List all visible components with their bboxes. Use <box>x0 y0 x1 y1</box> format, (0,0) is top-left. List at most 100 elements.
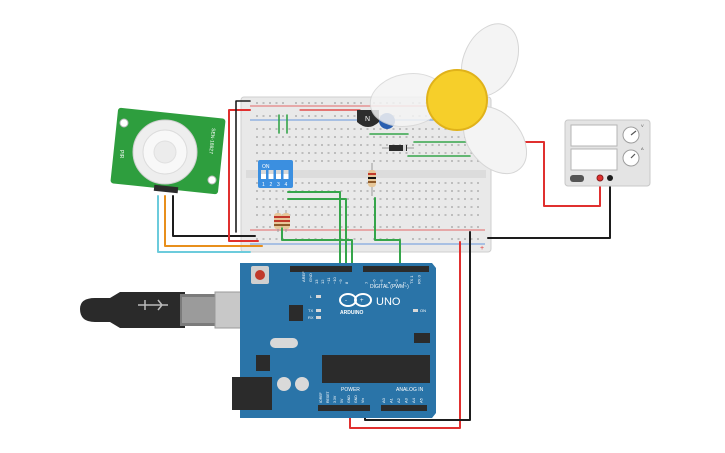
terminal-hole[interactable] <box>327 152 330 154</box>
rail-hole[interactable] <box>269 226 271 228</box>
terminal-hole[interactable] <box>288 136 291 138</box>
terminal-hole[interactable] <box>366 206 369 208</box>
terminal-hole[interactable] <box>327 128 330 130</box>
terminal-hole[interactable] <box>366 182 369 184</box>
terminal-hole[interactable] <box>399 128 401 130</box>
positive-terminal[interactable] <box>596 174 604 182</box>
rail-hole[interactable] <box>295 115 297 117</box>
terminal-hole[interactable] <box>334 144 336 146</box>
terminal-hole[interactable] <box>477 198 479 200</box>
terminal-hole[interactable] <box>444 136 447 138</box>
wire-left-power[interactable] <box>228 109 259 242</box>
terminal-hole[interactable] <box>366 144 369 146</box>
terminal-hole[interactable] <box>353 160 356 162</box>
terminal-hole[interactable] <box>418 198 421 200</box>
terminal-hole[interactable] <box>444 206 447 208</box>
rail-hole[interactable] <box>470 226 473 228</box>
terminal-hole[interactable] <box>347 198 349 200</box>
negative-terminal[interactable] <box>607 175 613 181</box>
rail-hole[interactable] <box>262 115 265 117</box>
diode[interactable] <box>382 145 414 151</box>
terminal-hole[interactable] <box>451 160 453 162</box>
rail-hole[interactable] <box>256 226 258 228</box>
terminal-hole[interactable] <box>353 152 356 154</box>
resistor[interactable] <box>282 210 290 232</box>
terminal-hole[interactable] <box>457 152 460 154</box>
terminal-hole[interactable] <box>412 128 414 130</box>
rail-hole[interactable] <box>451 226 453 228</box>
power-supply[interactable]: V A <box>564 119 651 187</box>
pir-sensor[interactable]: PIR SEN-18827 <box>110 107 226 195</box>
wire-pir-vcc[interactable] <box>164 195 263 247</box>
terminal-hole[interactable] <box>386 198 388 200</box>
terminal-hole[interactable] <box>392 160 395 162</box>
terminal-hole[interactable] <box>269 152 271 154</box>
rail-hole[interactable] <box>282 102 284 104</box>
terminal-hole[interactable] <box>340 136 343 138</box>
terminal-hole[interactable] <box>269 144 271 146</box>
terminal-hole[interactable] <box>457 198 460 200</box>
wire-arduino-5v[interactable] <box>349 241 461 429</box>
terminal-hole[interactable] <box>366 128 369 130</box>
resistor[interactable] <box>274 210 282 232</box>
resistor[interactable] <box>368 163 376 196</box>
terminal-hole[interactable] <box>470 206 473 208</box>
terminal-hole[interactable] <box>360 190 362 192</box>
terminal-hole[interactable] <box>431 214 434 216</box>
wire-res-to-d7[interactable] <box>374 197 401 266</box>
terminal-hole[interactable] <box>444 152 447 154</box>
terminal-hole[interactable] <box>425 198 427 200</box>
terminal-hole[interactable] <box>470 190 473 192</box>
terminal-hole[interactable] <box>301 160 304 162</box>
terminal-hole[interactable] <box>412 214 414 216</box>
rail-hole[interactable] <box>418 238 421 240</box>
terminal-hole[interactable] <box>321 136 323 138</box>
wire-res-to-d10[interactable] <box>281 221 353 266</box>
terminal-hole[interactable] <box>477 182 479 184</box>
rail-hole[interactable] <box>431 238 434 240</box>
rail-hole[interactable] <box>256 115 258 117</box>
terminal-hole[interactable] <box>399 214 401 216</box>
terminal-hole[interactable] <box>438 144 440 146</box>
terminal-hole[interactable] <box>321 214 323 216</box>
terminal-hole[interactable] <box>269 198 271 200</box>
terminal-hole[interactable] <box>321 182 323 184</box>
terminal-hole[interactable] <box>366 214 369 216</box>
terminal-hole[interactable] <box>301 206 304 208</box>
terminal-hole[interactable] <box>438 182 440 184</box>
terminal-hole[interactable] <box>379 144 382 146</box>
terminal-hole[interactable] <box>314 144 317 146</box>
rail-hole[interactable] <box>431 226 434 228</box>
terminal-hole[interactable] <box>470 198 473 200</box>
terminal-hole[interactable] <box>353 144 356 146</box>
terminal-hole[interactable] <box>262 152 265 154</box>
terminal-hole[interactable] <box>269 214 271 216</box>
rail-hole[interactable] <box>340 226 343 228</box>
terminal-hole[interactable] <box>353 182 356 184</box>
terminal-hole[interactable] <box>256 136 258 138</box>
terminal-hole[interactable] <box>464 182 466 184</box>
terminal-hole[interactable] <box>386 144 388 146</box>
terminal-hole[interactable] <box>399 152 401 154</box>
terminal-hole[interactable] <box>334 214 336 216</box>
terminal-hole[interactable] <box>418 206 421 208</box>
terminal-hole[interactable] <box>347 136 349 138</box>
terminal-hole[interactable] <box>321 128 323 130</box>
terminal-hole[interactable] <box>327 144 330 146</box>
terminal-hole[interactable] <box>438 152 440 154</box>
terminal-hole[interactable] <box>256 182 258 184</box>
terminal-hole[interactable] <box>412 206 414 208</box>
terminal-hole[interactable] <box>360 136 362 138</box>
terminal-hole[interactable] <box>464 160 466 162</box>
terminal-hole[interactable] <box>275 144 278 146</box>
terminal-hole[interactable] <box>425 136 427 138</box>
rail-hole[interactable] <box>438 226 440 228</box>
terminal-hole[interactable] <box>334 128 336 130</box>
terminal-hole[interactable] <box>444 160 447 162</box>
terminal-hole[interactable] <box>464 206 466 208</box>
terminal-hole[interactable] <box>418 182 421 184</box>
terminal-hole[interactable] <box>379 214 382 216</box>
terminal-hole[interactable] <box>464 198 466 200</box>
rail-hole[interactable] <box>340 102 343 104</box>
rail-hole[interactable] <box>295 226 297 228</box>
